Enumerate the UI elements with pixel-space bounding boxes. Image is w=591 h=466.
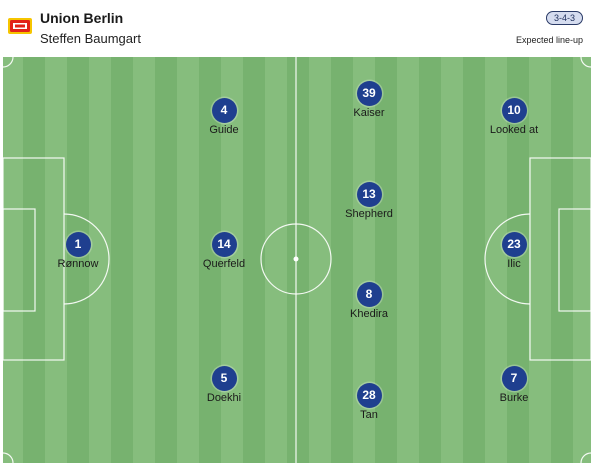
player-marker[interactable]: 28 Tan bbox=[324, 383, 414, 421]
union-berlin-crest-icon bbox=[8, 18, 32, 34]
football-pitch: 1 Rønnow 4 Guide 14 Querfeld 5 Doekhi 39… bbox=[3, 57, 591, 463]
player-marker[interactable]: 5 Doekhi bbox=[179, 366, 269, 404]
player-name: Khedira bbox=[350, 308, 388, 320]
player-name: Looked at bbox=[489, 124, 539, 136]
player-marker[interactable]: 7 Burke bbox=[469, 366, 559, 404]
player-name: Burke bbox=[499, 392, 529, 404]
jersey-number: 13 bbox=[356, 182, 382, 207]
player-marker[interactable]: 23 Ilic bbox=[469, 232, 559, 270]
player-marker[interactable]: 10 Looked at bbox=[469, 98, 559, 136]
jersey-number: 10 bbox=[501, 98, 527, 123]
jersey-number: 1 bbox=[65, 232, 91, 257]
formation-badge: 3-4-3 bbox=[545, 11, 583, 25]
jersey-number: 28 bbox=[356, 383, 382, 408]
lineup-header: Union Berlin Steffen Baumgart 3-4-3 Expe… bbox=[0, 0, 591, 57]
player-name: Tan bbox=[360, 409, 378, 421]
jersey-number: 7 bbox=[501, 366, 527, 391]
pitch-markings bbox=[3, 57, 591, 463]
team-name: Union Berlin bbox=[40, 10, 124, 26]
jersey-number: 23 bbox=[501, 232, 527, 257]
player-name: Shepherd bbox=[345, 208, 393, 220]
lineup-status-label: Expected line-up bbox=[515, 35, 583, 45]
player-marker[interactable]: 39 Kaiser bbox=[324, 81, 414, 119]
coach-name: Steffen Baumgart bbox=[40, 31, 141, 46]
player-marker[interactable]: 4 Guide bbox=[179, 98, 269, 136]
jersey-number: 14 bbox=[211, 232, 237, 257]
player-name: Guide bbox=[209, 124, 239, 136]
player-marker[interactable]: 8 Khedira bbox=[324, 282, 414, 320]
jersey-number: 4 bbox=[211, 98, 237, 123]
player-name: Kaiser bbox=[353, 107, 385, 119]
jersey-number: 8 bbox=[356, 282, 382, 307]
player-name: Rønnow bbox=[57, 258, 99, 270]
jersey-number: 39 bbox=[356, 81, 382, 106]
jersey-number: 5 bbox=[211, 366, 237, 391]
player-name: Querfeld bbox=[202, 258, 246, 270]
player-name: Doekhi bbox=[206, 392, 242, 404]
player-marker[interactable]: 13 Shepherd bbox=[324, 182, 414, 220]
player-marker[interactable]: 1 Rønnow bbox=[33, 232, 123, 270]
player-marker[interactable]: 14 Querfeld bbox=[179, 232, 269, 270]
player-name: Ilic bbox=[507, 258, 521, 270]
